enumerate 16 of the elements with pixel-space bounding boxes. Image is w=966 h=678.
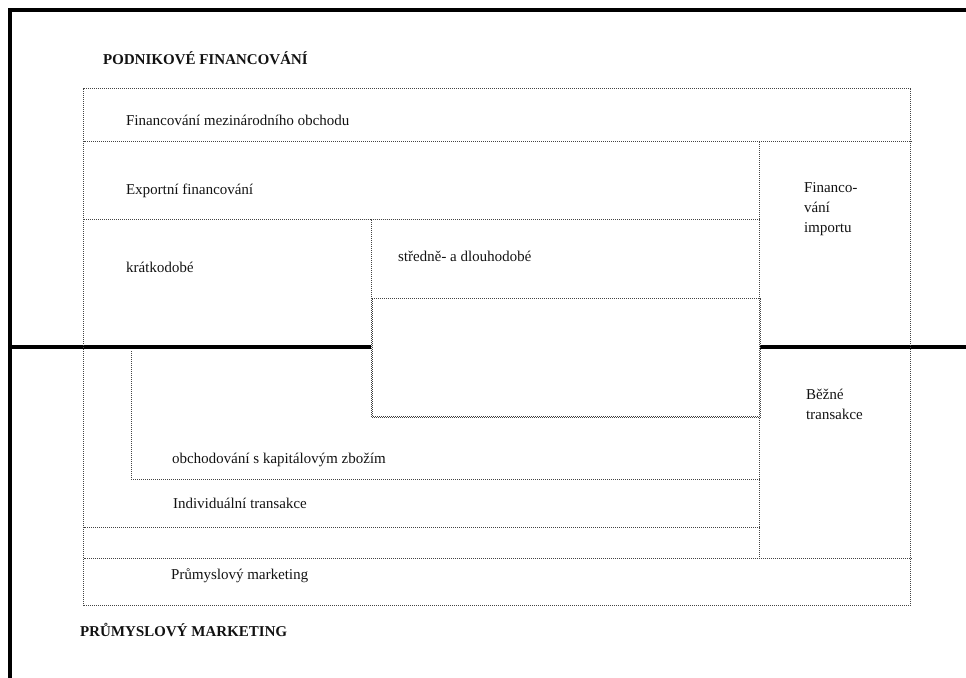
region-box (371, 219, 760, 417)
region-box (759, 141, 912, 559)
region-label: krátkodobé (126, 259, 194, 278)
section-heading: PODNIKOVÉ FINANCOVÁNÍ (103, 50, 308, 70)
region-box (131, 351, 760, 480)
region-label: Individuální transakce (173, 495, 307, 514)
section-heading: PRŮMYSLOVÝ MARKETING (80, 622, 288, 642)
region-label: Běžné transakce (806, 386, 864, 425)
region-label: obchodování s kapitálovým zbožím (172, 450, 386, 469)
region-label: Financování mezinárodního obchodu (126, 112, 350, 131)
empty-box (372, 298, 761, 418)
region-label: Financo-vání importu (804, 179, 858, 238)
region-box (84, 141, 760, 527)
region-label: Průmyslový marketing (171, 566, 308, 585)
region-label: Exportní financování (126, 181, 254, 200)
region-label: středně- a dlouhodobé (398, 248, 532, 267)
